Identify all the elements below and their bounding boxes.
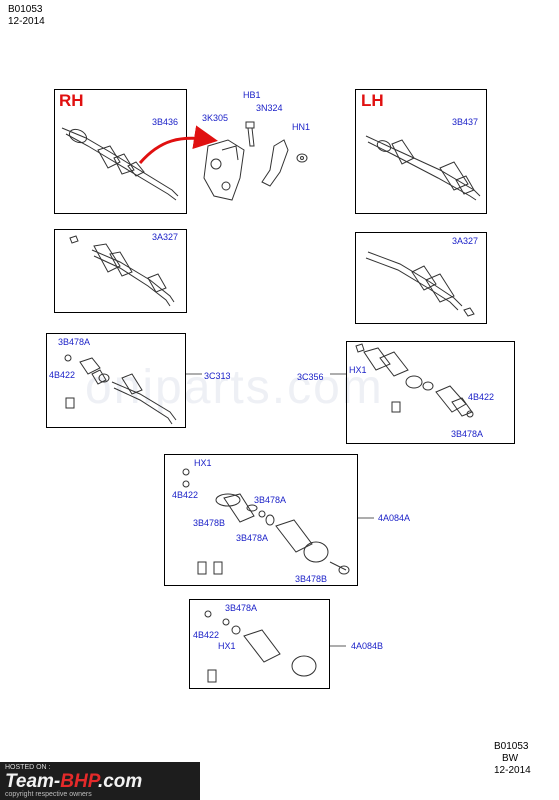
watermark: oniparts.com [85,361,384,414]
rh-driveshaft-icon [61,127,179,201]
label-lh-joint-hx: HX1 [349,365,367,375]
label-bolt: HB1 [243,90,261,100]
bracket-arrow-icon [138,125,218,164]
label-boot-clamp-b2: 3B478B [295,574,328,584]
label-boot2-ring: 4B422 [193,630,220,640]
label-boot-clamp-a2: 3B478A [236,533,269,543]
lh-driveshaft-icon [365,135,481,201]
strap-icon [261,139,289,187]
boot-kit-b-box[interactable] [189,599,330,689]
bracket-icon [203,139,245,201]
rh-joint-kit-box[interactable] [46,333,186,428]
label-rh-joint-kit: 3C313 [204,371,231,381]
label-lh-joint-clamp: 3B478A [451,429,484,439]
lh-joint-kit-icon [355,343,474,418]
label-strap: 3N324 [256,103,283,113]
footer-date: 12-2014 [494,765,531,776]
label-boot2-clamp-a: 3B478A [225,603,258,613]
boot-kit-a-box[interactable] [164,454,358,586]
lh-joint-kit-box[interactable] [346,341,515,444]
hosted-on-text: HOSTED ON : [5,764,51,771]
copyright-text: copyright respective owners [5,791,92,798]
label-bracket: 3K305 [202,113,229,123]
label-lh-shaft2: 3A327 [452,236,479,246]
label-rh-joint-ring: 4B422 [49,370,76,380]
diagram-code: B01053 [8,4,43,15]
diagram-date: 12-2014 [8,16,45,27]
lh-driveshaft2-box[interactable] [355,232,487,324]
label-boot-hx: HX1 [194,458,212,468]
nut-icon [296,153,308,163]
lh-driveshaft-box[interactable] [355,89,487,214]
lh-side-label: LH [361,91,384,110]
brand-logo: Team-BHP.com [5,771,142,793]
footer-code: B01053 [494,741,529,752]
rh-driveshaft2-box[interactable] [54,229,187,313]
rh-driveshaft2-icon [69,235,175,307]
hosting-badge[interactable]: HOSTED ON : Team-BHP.com copyright respe… [0,762,200,800]
label-boot2-hx: HX1 [218,641,236,651]
label-nut: HN1 [292,122,311,132]
boot-kit-a-icon [182,468,350,575]
brand-part-a: Team- [5,771,61,792]
label-boot-ring: 4B422 [172,490,199,500]
bolt-icon [245,121,255,147]
label-rh-shaft2: 3A327 [152,232,179,242]
label-lh-shaft: 3B437 [452,117,479,127]
label-lh-joint-kit: 3C356 [297,372,324,382]
footer-market: BW [502,753,519,764]
rh-side-label: RH [59,91,84,110]
label-boot-clamp-b: 3B478B [193,518,226,528]
lh-driveshaft2-icon [365,251,475,317]
rh-joint-kit-icon [64,354,177,425]
label-boot-kit-a: 4A084A [378,513,411,523]
label-rh-joint-clamp: 3B478A [58,337,91,347]
brand-part-c: .com [97,771,143,792]
label-rh-shaft: 3B436 [152,117,179,127]
brand-part-b: BHP [60,771,98,792]
label-lh-joint-ring: 4B422 [468,392,495,402]
label-boot-clamp-a1: 3B478A [254,495,287,505]
label-boot-kit-b: 4A084B [351,641,384,651]
boot-kit-b-icon [204,610,317,683]
rh-driveshaft-box[interactable] [54,89,187,214]
